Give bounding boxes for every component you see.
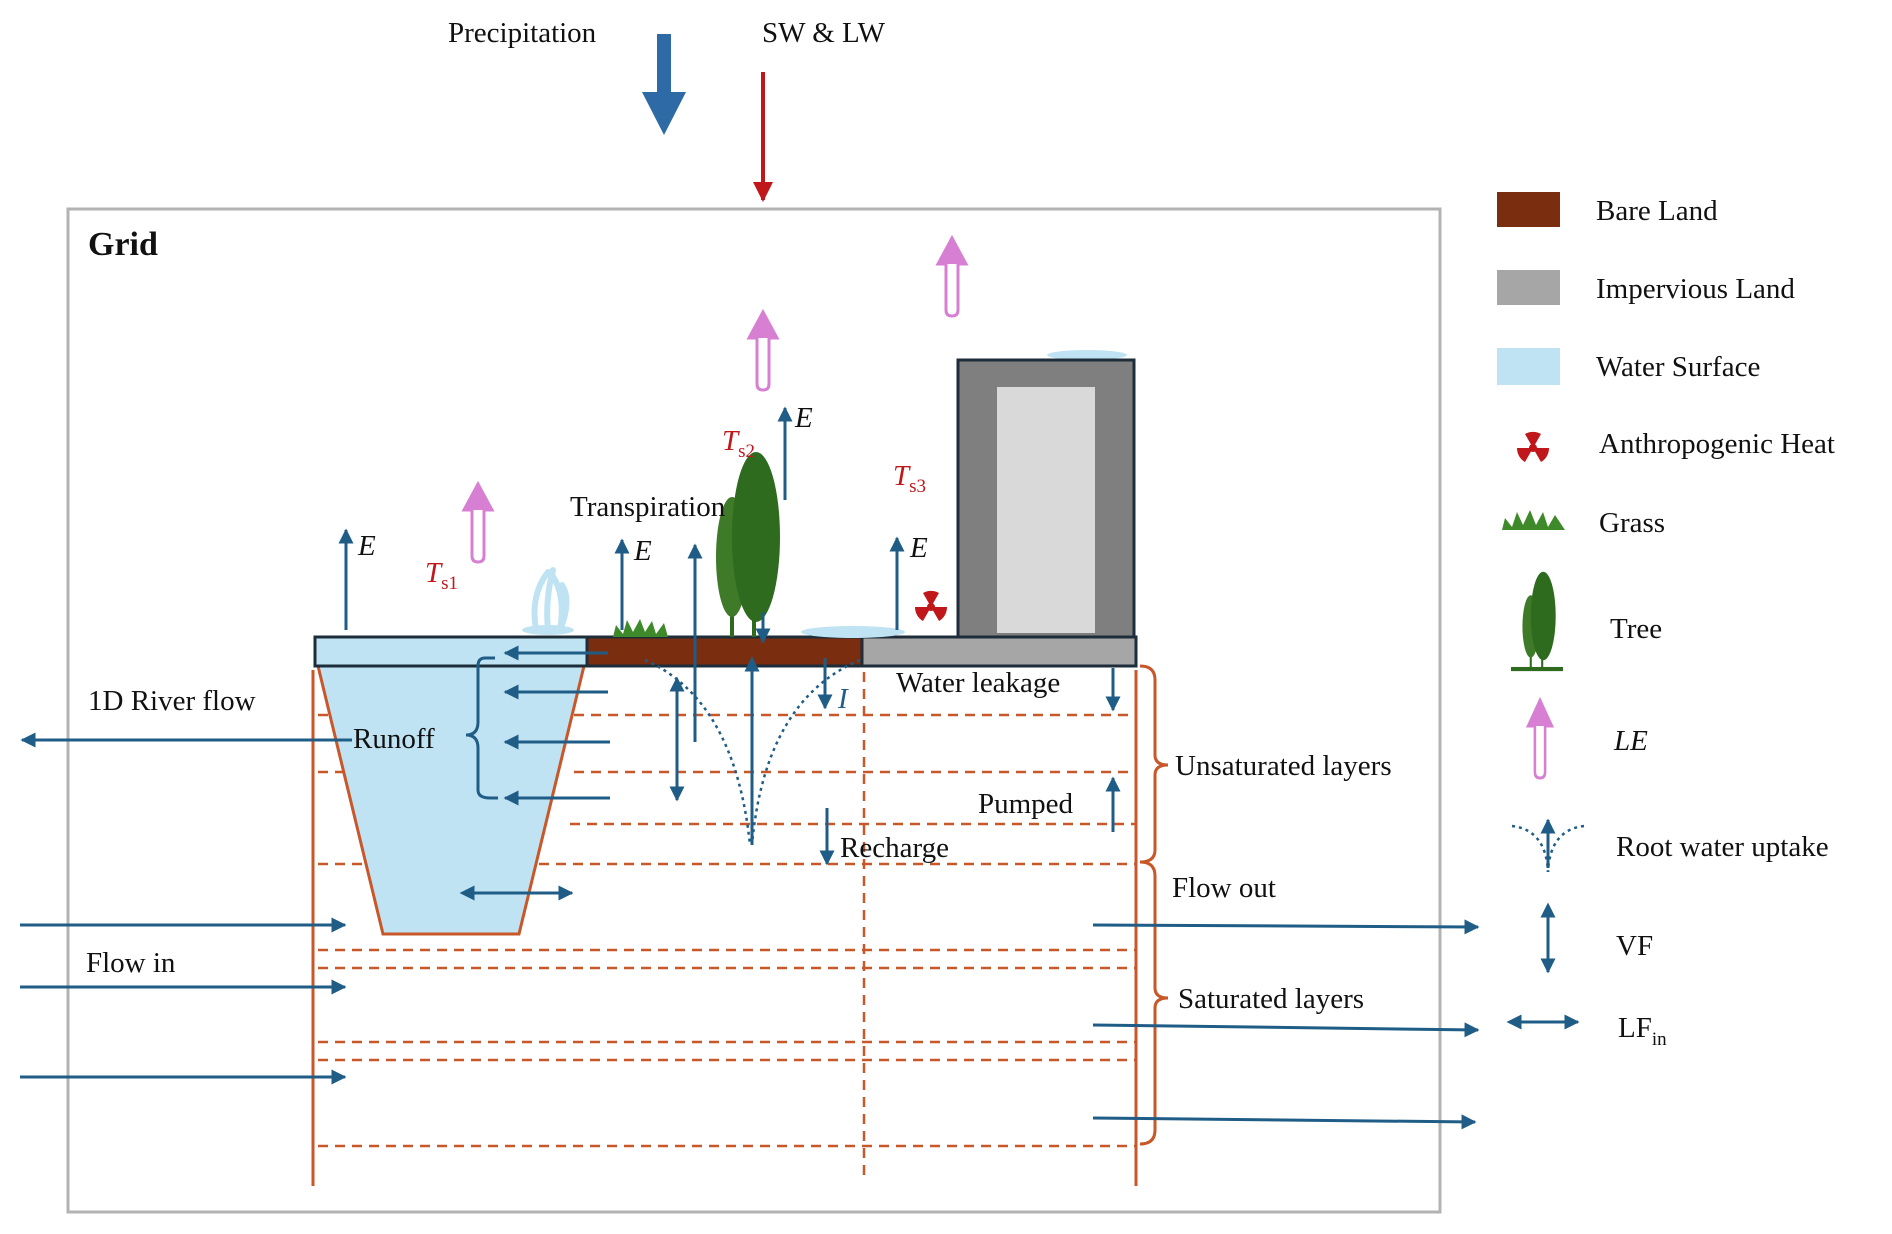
flow-out-label: Flow out <box>1172 872 1276 904</box>
precipitation-label: Precipitation <box>448 17 597 49</box>
saturated-layers-label: Saturated layers <box>1178 983 1364 1015</box>
legend-anthropogenic-heat: Anthropogenic Heat <box>1599 428 1835 460</box>
le-arrow-vegetation <box>747 310 779 392</box>
ts2-label: Ts2 <box>722 425 755 462</box>
unsaturated-bracket <box>1139 664 1169 864</box>
infiltration-label: I <box>837 683 849 715</box>
legend-grass-icon <box>1502 510 1565 530</box>
flow-out-arrows <box>1092 919 1480 1130</box>
flow-in-arrows <box>20 917 347 1085</box>
e-label-impervious: E <box>909 532 928 564</box>
river-flow-label: 1D River flow <box>88 685 256 717</box>
legend-bare-land-swatch <box>1497 192 1560 227</box>
runoff-arrows <box>503 645 610 806</box>
legend-tree-icon <box>1511 570 1563 672</box>
precipitation-arrow <box>642 34 686 135</box>
recharge-label: Recharge <box>840 832 949 864</box>
root-water-uptake-curves <box>644 658 861 846</box>
impervious-land-strip <box>860 635 1138 668</box>
ts1-label: Ts1 <box>425 557 458 594</box>
legend-bare-land: Bare Land <box>1596 195 1718 227</box>
legend-anthropogenic-heat-icon <box>1516 431 1550 465</box>
transpiration-label: Transpiration <box>570 491 726 523</box>
legend-tree: Tree <box>1610 613 1662 645</box>
pumped-label: Pumped <box>978 788 1074 820</box>
grid-frame <box>66 207 1442 1214</box>
runoff-bracket <box>465 656 498 800</box>
legend-impervious-land: Impervious Land <box>1596 273 1795 305</box>
e-label-tree: E <box>794 402 813 434</box>
building-icon <box>956 350 1136 639</box>
legend-impervious-swatch <box>1497 270 1560 305</box>
legend-grass: Grass <box>1599 507 1665 539</box>
grass-icon <box>613 619 668 637</box>
legend-le-icon <box>1526 698 1554 780</box>
tree-icon <box>714 450 782 639</box>
ts3-label: Ts3 <box>893 460 926 497</box>
puddle-icon <box>801 626 905 638</box>
legend-root-water-uptake-icon <box>1511 818 1585 873</box>
runoff-label: Runoff <box>353 723 435 755</box>
flow-in-label: Flow in <box>86 947 176 979</box>
legend-root-water-uptake: Root water uptake <box>1616 831 1829 863</box>
sw-lw-label: SW & LW <box>762 17 886 49</box>
bare-land-strip <box>585 635 864 668</box>
anthropogenic-heat-icon <box>914 590 948 624</box>
fountain-icon <box>522 567 574 635</box>
e-label-water: E <box>357 530 376 562</box>
legend-vf: VF <box>1616 930 1653 962</box>
unsaturated-layers-label: Unsaturated layers <box>1175 750 1392 782</box>
saturated-bracket <box>1139 860 1169 1146</box>
water-leakage-label: Water leakage <box>896 667 1060 699</box>
legend-water-surface: Water Surface <box>1596 351 1760 383</box>
e-label-grass: E <box>633 535 652 567</box>
le-arrow-water <box>462 482 494 564</box>
legend: Bare Land Impervious Land Water Surface … <box>1497 192 1835 1050</box>
legend-le: LE <box>1613 725 1648 757</box>
legend-lf: LFin <box>1618 1012 1667 1050</box>
grid-label: Grid <box>88 226 158 263</box>
legend-water-swatch <box>1497 348 1560 385</box>
le-arrow-urban <box>936 236 968 318</box>
